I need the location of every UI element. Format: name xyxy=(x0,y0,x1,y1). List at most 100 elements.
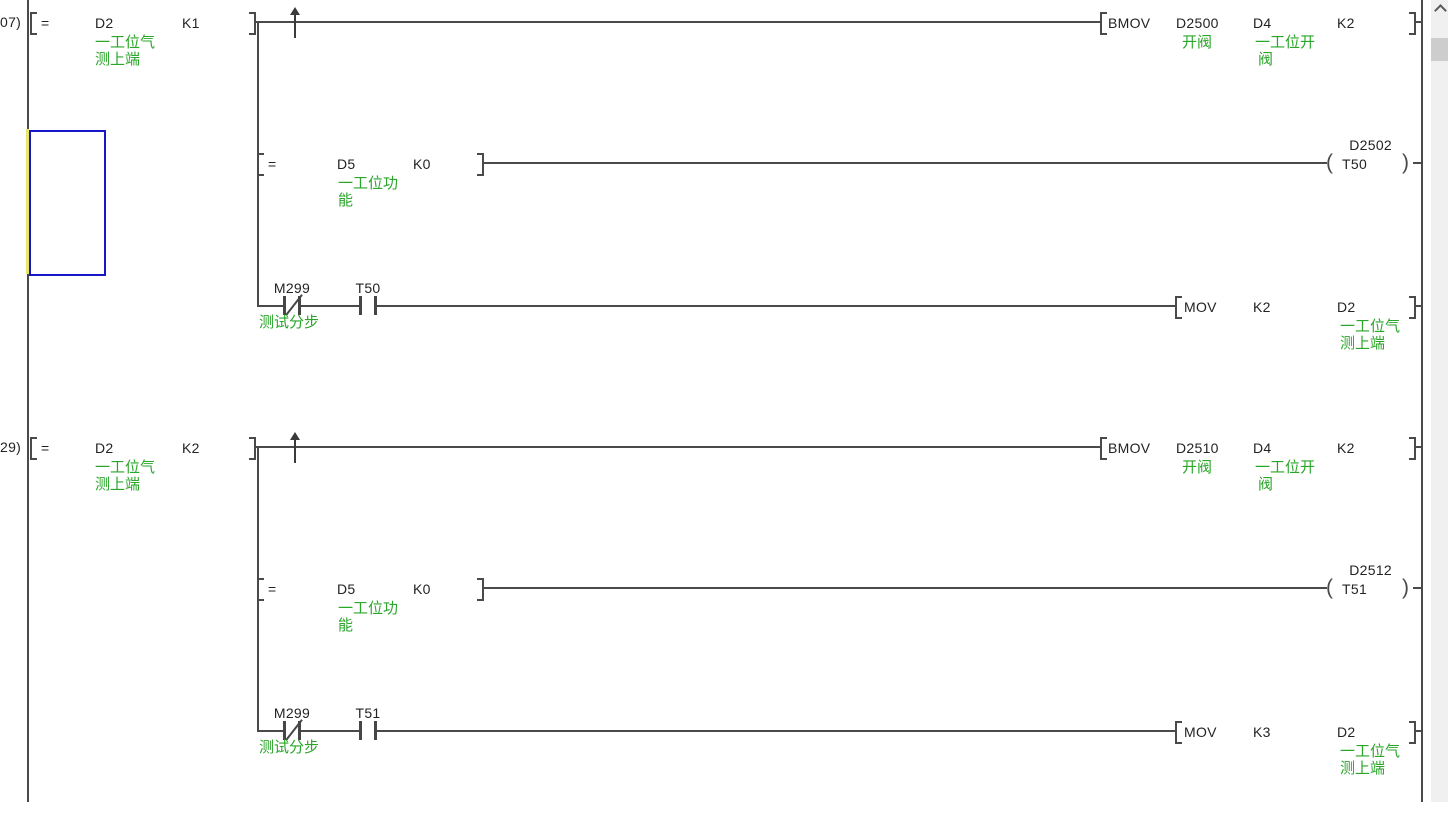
rung-wire xyxy=(1415,446,1422,448)
instruction-bracket-right xyxy=(477,578,484,601)
device-comment: 一工位气 xyxy=(95,459,156,476)
vertical-scrollbar[interactable] xyxy=(1431,0,1448,802)
scroll-up-button[interactable] xyxy=(1431,0,1448,17)
device-comment: 一工位气 xyxy=(1340,743,1401,760)
rung-wire xyxy=(1413,162,1422,164)
instruction-bracket-left xyxy=(30,437,37,460)
mov-source[interactable]: K3 xyxy=(1253,724,1271,740)
device-comment: 测试分步 xyxy=(259,739,320,756)
instruction-bracket-left xyxy=(257,578,264,601)
bmov-arg2[interactable]: D4 xyxy=(1253,440,1272,456)
left-power-rail xyxy=(27,0,29,802)
device-comment: 开阀 xyxy=(1182,34,1213,51)
rung-wire xyxy=(1413,587,1422,589)
nc-contact[interactable] xyxy=(283,719,303,741)
rung-wire xyxy=(254,21,1102,23)
step-number: 29) xyxy=(0,439,22,455)
nc-contact[interactable] xyxy=(283,294,303,316)
compare-operand2[interactable]: K0 xyxy=(413,156,431,172)
selection-cursor[interactable] xyxy=(29,130,106,276)
device-comment: 开阀 xyxy=(1182,459,1213,476)
device-comment: 阀 xyxy=(1258,476,1274,493)
instruction-bracket-left xyxy=(1175,296,1182,319)
compare-operand1[interactable]: D2 xyxy=(95,15,114,31)
rung-wire xyxy=(1415,730,1422,732)
compare-operator[interactable]: = xyxy=(41,440,50,456)
compare-operator[interactable]: = xyxy=(268,156,277,172)
timer-preset: D2512 xyxy=(1349,562,1392,578)
mov-destination[interactable]: D2 xyxy=(1337,299,1356,315)
rung-wire xyxy=(1415,21,1422,23)
bmov-arg1[interactable]: D2500 xyxy=(1176,15,1219,31)
instruction-bracket-right xyxy=(1409,296,1416,319)
device-comment: 测上端 xyxy=(1340,335,1386,352)
compare-operator[interactable]: = xyxy=(268,581,277,597)
device-comment: 测上端 xyxy=(95,476,141,493)
compare-operand2[interactable]: K1 xyxy=(182,15,200,31)
scrollbar-thumb[interactable] xyxy=(1431,38,1448,61)
bmov-instruction[interactable]: BMOV xyxy=(1108,440,1151,456)
device-comment: 一工位开 xyxy=(1255,459,1316,476)
compare-operand1[interactable]: D2 xyxy=(95,440,114,456)
device-comment: 一工位气 xyxy=(95,34,156,51)
device-comment: 一工位开 xyxy=(1255,34,1316,51)
step-number: 07) xyxy=(0,14,22,30)
instruction-bracket-left xyxy=(1100,12,1107,35)
instruction-bracket-left xyxy=(257,153,264,176)
device-comment: 能 xyxy=(338,192,354,209)
bmov-arg3[interactable]: K2 xyxy=(1337,15,1355,31)
compare-operator[interactable]: = xyxy=(41,15,50,31)
no-contact[interactable] xyxy=(359,721,377,740)
instruction-bracket-right xyxy=(477,153,484,176)
contact-label: M299 xyxy=(273,280,311,296)
instruction-bracket-left xyxy=(1100,437,1107,460)
rail-selection-highlight xyxy=(26,129,29,274)
wire-up-arrow-icon xyxy=(290,432,300,463)
nc-contact-slash xyxy=(285,294,303,316)
bmov-arg2[interactable]: D4 xyxy=(1253,15,1272,31)
timer-preset: D2502 xyxy=(1349,137,1392,153)
device-comment: 阀 xyxy=(1258,51,1274,68)
instruction-bracket-right xyxy=(249,437,256,460)
nc-contact-slash xyxy=(285,719,303,741)
instruction-bracket-left xyxy=(30,12,37,35)
device-comment: 一工位功 xyxy=(338,600,399,617)
right-power-rail xyxy=(1421,0,1423,802)
device-comment: 能 xyxy=(338,617,354,634)
no-contact[interactable] xyxy=(359,296,377,315)
rung-wire xyxy=(483,587,1327,589)
mov-destination[interactable]: D2 xyxy=(1337,724,1356,740)
device-comment: 测上端 xyxy=(95,51,141,68)
device-comment: 测试分步 xyxy=(259,314,320,331)
instruction-bracket-right xyxy=(1409,721,1416,744)
bmov-arg1[interactable]: D2510 xyxy=(1176,440,1219,456)
device-comment: 测上端 xyxy=(1340,760,1386,777)
mov-instruction[interactable]: MOV xyxy=(1184,299,1217,315)
rung-wire xyxy=(1415,305,1422,307)
compare-operand2[interactable]: K0 xyxy=(413,581,431,597)
ladder-rung: 29) = D2 K2 一工位气 测上端 BMOV D2510 D4 K2 开阀… xyxy=(0,425,1448,825)
instruction-bracket-right xyxy=(249,12,256,35)
device-comment: 一工位功 xyxy=(338,175,399,192)
instruction-bracket-right xyxy=(1409,12,1416,35)
coil-paren-right: ) xyxy=(1402,151,1409,174)
mov-instruction[interactable]: MOV xyxy=(1184,724,1217,740)
compare-operand2[interactable]: K2 xyxy=(182,440,200,456)
ladder-rung: 07) = D2 K1 一工位气 测上端 BMOV D2500 D4 K2 开阀… xyxy=(0,0,1448,400)
contact-label: T51 xyxy=(355,705,381,721)
rung-wire xyxy=(254,446,1102,448)
rung-wire xyxy=(257,730,1177,732)
device-comment: 一工位气 xyxy=(1340,318,1401,335)
compare-operand1[interactable]: D5 xyxy=(337,581,356,597)
rung-wire xyxy=(257,305,1177,307)
bmov-arg3[interactable]: K2 xyxy=(1337,440,1355,456)
timer-coil[interactable]: T51 xyxy=(1342,581,1368,597)
coil-paren-left: ( xyxy=(1326,576,1333,599)
bmov-instruction[interactable]: BMOV xyxy=(1108,15,1151,31)
coil-paren-left: ( xyxy=(1326,151,1333,174)
coil-paren-right: ) xyxy=(1402,576,1409,599)
compare-operand1[interactable]: D5 xyxy=(337,156,356,172)
mov-source[interactable]: K2 xyxy=(1253,299,1271,315)
timer-coil[interactable]: T50 xyxy=(1342,156,1368,172)
rung-wire xyxy=(483,162,1327,164)
